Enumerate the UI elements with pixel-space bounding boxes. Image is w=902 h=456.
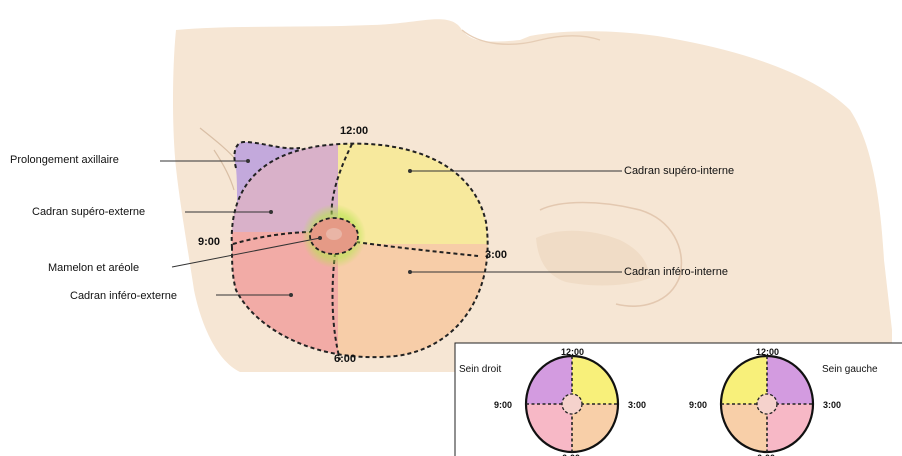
inset-left-breast-clock — [721, 356, 813, 452]
inset-right-3: 3:00 — [628, 400, 646, 410]
leader-dot-axillary — [246, 159, 250, 163]
nipple — [326, 228, 342, 240]
clock-9-label: 9:00 — [198, 236, 220, 248]
inset-left-areola — [757, 394, 777, 414]
inset-right-12: 12:00 — [561, 347, 584, 357]
inset-left-breast-label: Sein gauche — [822, 364, 878, 375]
inset-left-9: 9:00 — [689, 400, 707, 410]
leader-dot-upper-outer — [269, 210, 273, 214]
label-upper-outer: Cadran supéro-externe — [32, 206, 145, 218]
label-lower-inner: Cadran inféro-interne — [624, 266, 728, 278]
inset-left-3: 3:00 — [823, 400, 841, 410]
inset-panel: Sein droit 12:00 9:00 3:00 6:00 Sein gau… — [455, 343, 902, 456]
leader-dot-lower-outer — [289, 293, 293, 297]
leader-dot-nipple — [318, 236, 322, 240]
leader-dot-upper-inner — [408, 169, 412, 173]
inset-right-areola — [562, 394, 582, 414]
clock-3-label: 3:00 — [485, 249, 507, 261]
label-axillary-prolongation: Prolongement axillaire — [10, 154, 119, 166]
clock-12-label: 12:00 — [340, 125, 368, 137]
inset-left-12: 12:00 — [756, 347, 779, 357]
inset-right-breast-label: Sein droit — [459, 364, 501, 375]
inset-right-breast-clock — [526, 356, 618, 452]
label-nipple-areola: Mamelon et aréole — [48, 262, 139, 274]
inset-right-9: 9:00 — [494, 400, 512, 410]
clock-6-label: 6:00 — [334, 353, 356, 365]
label-upper-inner: Cadran supéro-interne — [624, 165, 734, 177]
leader-dot-lower-inner — [408, 270, 412, 274]
label-lower-outer: Cadran inféro-externe — [70, 290, 177, 302]
